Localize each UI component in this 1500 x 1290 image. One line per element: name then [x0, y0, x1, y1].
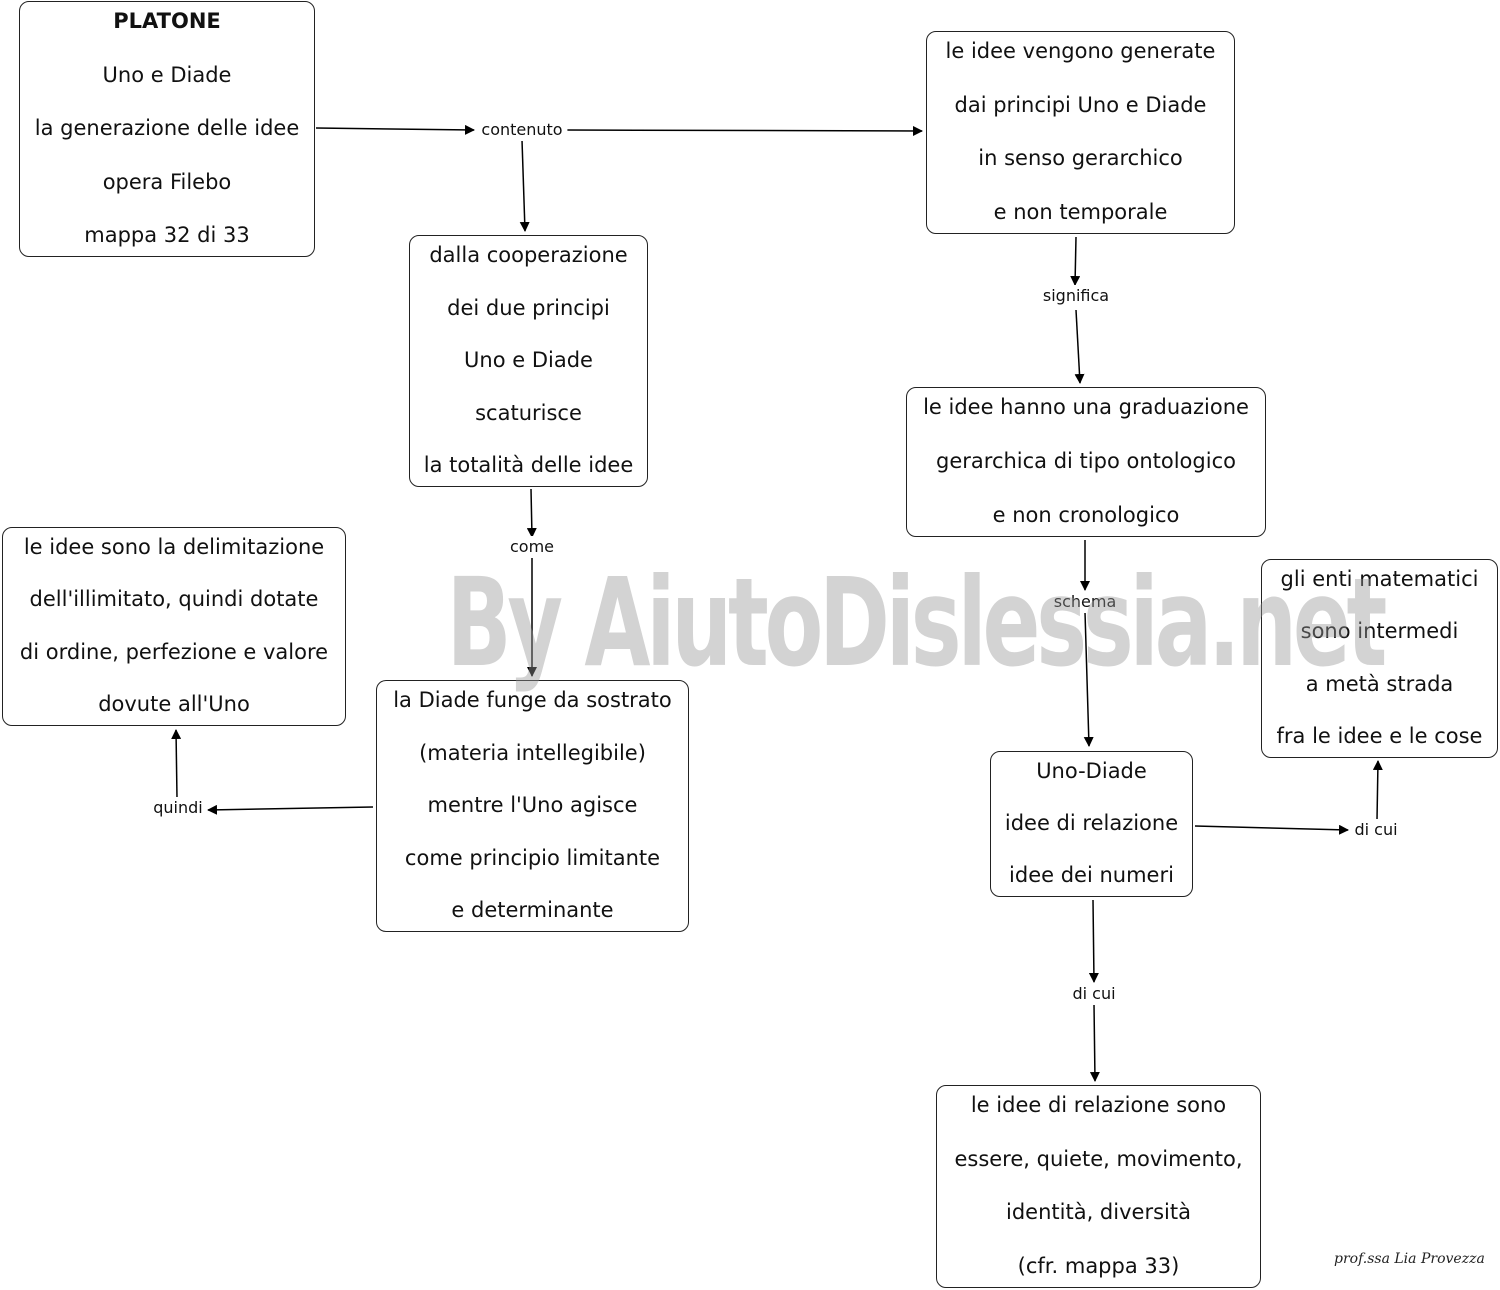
- concept-box-delimitazione: le idee sono la delimitazione dell'illim…: [2, 527, 346, 726]
- concept-line: dei due principi: [447, 295, 610, 320]
- concept-line: e determinante: [451, 898, 614, 922]
- edge-generate-significa: [1070, 236, 1081, 286]
- concept-line: scaturisce: [475, 400, 582, 425]
- concept-line: Uno e Diade: [102, 62, 232, 87]
- concept-line: sono intermedi: [1300, 619, 1459, 644]
- concept-line: a metà strada: [1305, 671, 1454, 696]
- concept-box-uno-diade: Uno-Diade idee di relazione idee dei num…: [990, 751, 1193, 897]
- concept-line: essere, quiete, movimento,: [954, 1146, 1243, 1171]
- concept-line: gerarchica di tipo ontologico: [936, 449, 1236, 473]
- link-label-di-cui-right: di cui: [1349, 819, 1403, 841]
- concept-line: dovute all'Uno: [98, 691, 250, 716]
- link-label-contenuto: contenuto: [476, 119, 568, 141]
- concept-line: come principio limitante: [404, 845, 661, 870]
- link-label-di-cui-down: di cui: [1067, 983, 1121, 1005]
- concept-line: di ordine, perfezione e valore: [19, 639, 329, 664]
- concept-line: idee di relazione: [1004, 811, 1179, 835]
- edge-contenuto-generate: [565, 125, 923, 136]
- concept-box-idee-generate: le idee vengono generate dai principi Un…: [926, 31, 1235, 234]
- concept-box-enti-matematici: gli enti matematici sono intermedi a met…: [1261, 559, 1498, 758]
- concept-box-cooperazione: dalla cooperazione dei due principi Uno …: [409, 235, 648, 487]
- concept-line: mappa 32 di 33: [84, 223, 250, 247]
- concept-line: le idee vengono generate: [945, 39, 1216, 63]
- edge-cooperazione-come: [526, 488, 537, 538]
- concept-line: e non cronologico: [992, 503, 1180, 527]
- concept-line: le idee sono la delimitazione: [23, 535, 325, 559]
- edge-unodiade-dicui-right: [1194, 824, 1349, 835]
- concept-line: la totalità delle idee: [423, 453, 634, 477]
- concept-line: dalla cooperazione: [429, 243, 628, 267]
- edge-significa-graduazione: [1074, 309, 1085, 384]
- concept-line: dell'illimitato, quindi dotate: [29, 587, 319, 612]
- concept-box-sostrato: la Diade funge da sostrato (materia inte…: [376, 680, 689, 932]
- concept-line: Uno-Diade: [1036, 759, 1147, 783]
- link-label-come: come: [504, 536, 560, 558]
- concept-line: le idee di relazione sono: [970, 1093, 1227, 1117]
- concept-line: gli enti matematici: [1280, 567, 1479, 591]
- concept-line: la Diade funge da sostrato: [393, 688, 672, 712]
- concept-line: e non temporale: [993, 199, 1168, 224]
- concept-line: dai principi Uno e Diade: [954, 92, 1207, 117]
- concept-box-platone: PLATONE Uno e Diade la generazione delle…: [19, 1, 315, 257]
- concept-line: le idee hanno una graduazione: [923, 395, 1249, 419]
- edge-quindi-delimitazione: [171, 729, 182, 799]
- edge-sostrato-quindi: [207, 804, 374, 815]
- concept-line: (materia intellegibile): [419, 740, 646, 765]
- concept-line: (cfr. mappa 33): [1017, 1253, 1180, 1278]
- edge-dicui-right-enti: [1372, 760, 1383, 821]
- link-label-schema: schema: [1048, 591, 1122, 613]
- concept-line: la generazione delle idee: [34, 116, 300, 140]
- concept-line: opera Filebo: [102, 169, 232, 194]
- link-label-significa: significa: [1037, 285, 1115, 307]
- concept-title: PLATONE: [113, 9, 221, 33]
- link-label-quindi: quindi: [148, 797, 208, 819]
- edge-dicui-down-relazione: [1089, 1003, 1100, 1082]
- concept-line: Uno e Diade: [464, 348, 593, 372]
- edge-unodiade-dicui-down: [1088, 899, 1099, 983]
- concept-box-idee-relazione: le idee di relazione sono essere, quiete…: [936, 1085, 1261, 1288]
- signature: prof.ssa Lia Provezza: [1334, 1251, 1485, 1267]
- edge-schema-unodiade: [1083, 611, 1094, 747]
- edge-contenuto-cooperazione: [519, 139, 530, 232]
- concept-line: in senso gerarchico: [978, 146, 1183, 171]
- concept-box-graduazione: le idee hanno una graduazione gerarchica…: [906, 387, 1266, 537]
- concept-line: identità, diversità: [1006, 1200, 1191, 1225]
- concept-line: fra le idee e le cose: [1276, 723, 1483, 748]
- concept-line: mentre l'Uno agisce: [427, 793, 638, 817]
- edge-platone-contenuto: [315, 124, 475, 135]
- concept-line: idee dei numeri: [1009, 863, 1174, 887]
